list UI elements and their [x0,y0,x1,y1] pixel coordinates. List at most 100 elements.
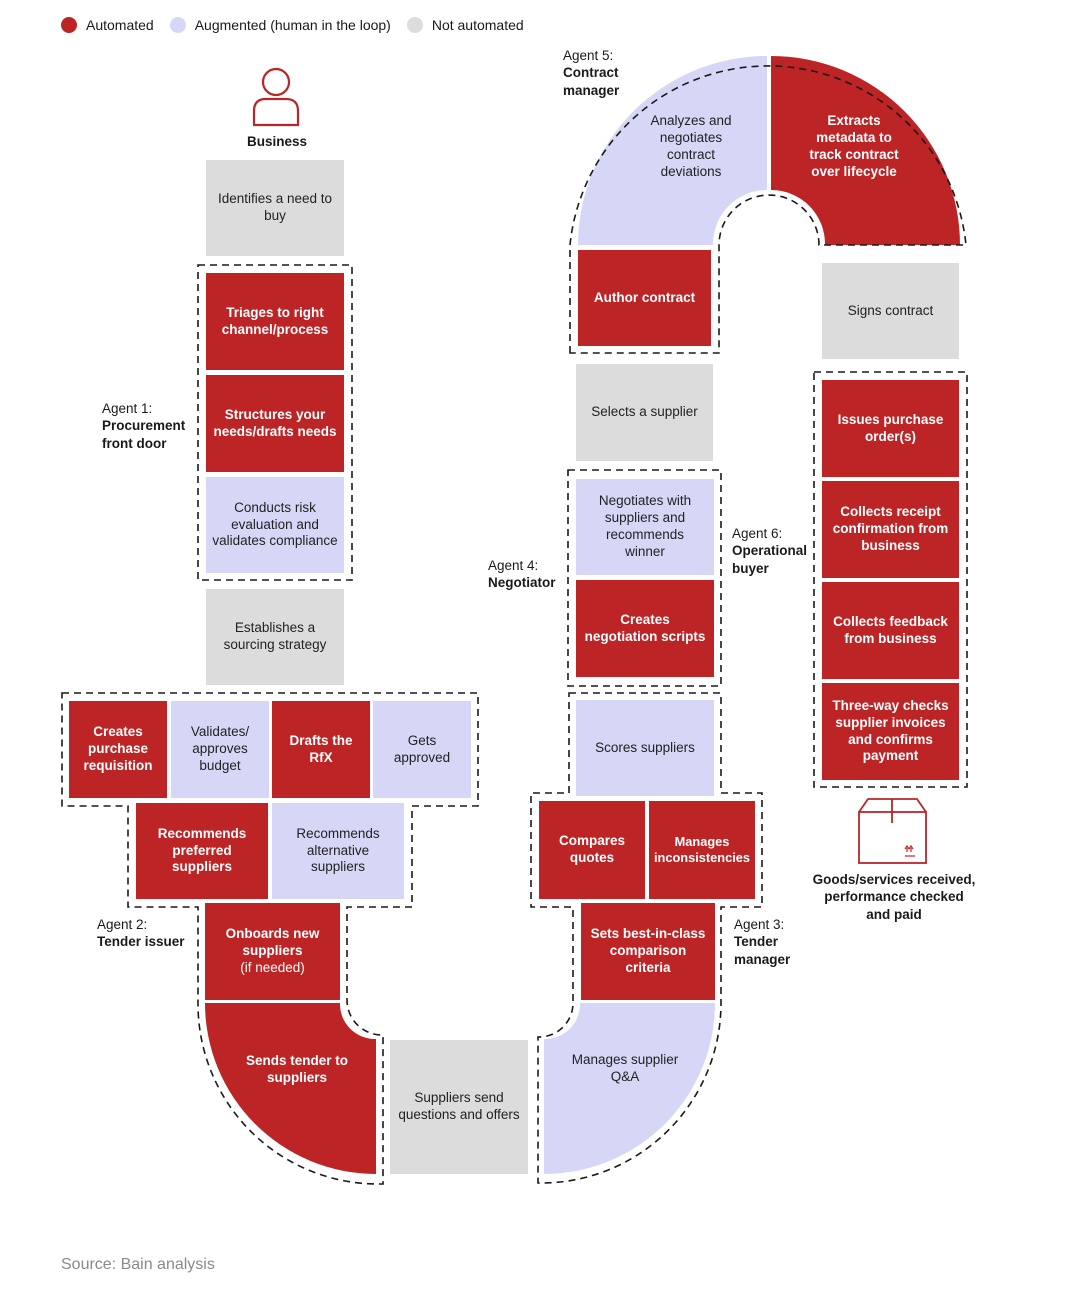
business-label: Business [246,134,308,149]
augmented-dot-icon [169,17,186,33]
agent6-label: Agent 6: Operational buyer [732,525,812,577]
legend-automated-label: Automated [86,17,154,33]
step-threeway: Three-way checks supplier invoices and c… [832,697,949,764]
goods-label: Goods/services received, performance che… [812,872,976,922]
agent5-prefix: Agent 5: [563,48,614,63]
box-threeway [822,683,959,780]
step-rfx: Drafts the RfX [289,732,353,765]
box-criteria [581,903,715,1000]
step-onboards-note: (if needed) [240,959,305,975]
box-approved [373,701,471,798]
step-author: Author contract [593,289,696,305]
agent3-prefix: Agent 3: [734,917,785,932]
box-po [822,380,959,477]
step-analyzes: Analyzes and negotiates contract deviati… [650,113,732,179]
step-scores: Scores suppliers [595,739,695,755]
agent6-boundary [813,371,968,788]
box-feedback [822,582,959,679]
box-selects [576,364,713,461]
step-po: Issues purchase order(s) [837,411,944,444]
box-author [578,250,711,346]
box-strategy [206,589,344,685]
box-suppliers-send [390,1040,528,1174]
step-requisition: Creates purchase requisition [83,724,153,773]
agent4-boundary [567,469,722,687]
agent1-name: Procurement front door [102,418,186,451]
step-receipt: Collects receipt confirmation from busin… [832,504,949,553]
box-alternative [272,803,404,899]
agent5-label: Agent 5: Contract manager [563,47,643,99]
step-strategy: Establishes a sourcing strategy [223,620,327,652]
box-structures [206,375,344,472]
step-structures: Structures your needs/drafts needs [213,406,337,439]
agent4-name: Negotiator [488,575,556,591]
agent6-name: Operational buyer [732,543,808,576]
agent1-prefix: Agent 1: [102,401,153,416]
step-budget: Validates/ approves budget [190,724,250,773]
step-selects: Selects a supplier [591,404,698,420]
agent4-prefix: Agent 4: [488,558,539,573]
step-feedback: Collects feedback from business [833,613,948,646]
not-automated-dot-icon [406,17,423,33]
legend-not-automated-label: Not automated [431,17,524,33]
step-onboards: Onboards new suppliers (if needed) [205,903,340,1000]
step-identifies-need: Identifies a need to buy [217,191,333,223]
person-icon [252,67,300,127]
package-box-icon [858,798,927,864]
box-receipt [822,481,959,578]
legend-automated: Automated [61,17,154,33]
step-negotiates: Negotiates with suppliers and recommends… [598,493,692,559]
legend-augmented-label: Augmented (human in the loop) [194,17,391,33]
agent4-label: Agent 4: Negotiator [488,557,568,592]
step-inconsistencies: Manages inconsistencies [653,834,750,865]
box-rfx [272,701,370,798]
step-onboards-label: Onboards new suppliers [225,926,320,959]
step-compares: Compares quotes [558,833,626,865]
box-onboards [205,903,340,1000]
step-signs: Signs contract [847,302,934,318]
step-scripts: Creates negotiation scripts [584,611,706,644]
step-alternative: Recommends alternative suppliers [296,825,380,875]
step-sends-tender: Sends tender to suppliers [245,1053,348,1085]
agent2-label: Agent 2: Tender issuer [97,916,197,951]
step-suppliers-send: Suppliers send questions and offers [398,1090,520,1122]
box-negotiates [576,479,714,575]
agent5-name: Contract manager [563,65,620,98]
step-criteria: Sets best-in-class comparison criteria [590,926,706,975]
agent2-prefix: Agent 2: [97,917,148,932]
agent6-prefix: Agent 6: [732,526,783,541]
legend-not-automated: Not automated [406,17,524,33]
box-preferred [136,803,268,899]
box-triages [206,273,344,370]
legend-augmented: Augmented (human in the loop) [169,17,391,33]
agent5-boundary [569,65,967,354]
agent2-boundary [61,692,479,1185]
box-requisition [69,701,167,798]
step-triages: Triages to right channel/process [221,304,329,337]
agent1-label: Agent 1: Procurement front door [102,400,198,452]
box-sends-tender [205,1003,376,1174]
box-identifies-need [206,160,344,256]
automated-dot-icon [61,17,77,33]
agent3-label: Agent 3: Tender manager [734,916,804,968]
agent3-boundary [530,692,763,1184]
step-preferred: Recommends preferred suppliers [157,825,247,875]
box-signs [822,263,959,359]
box-risk [206,477,344,573]
box-compares [539,801,645,899]
agent2-name: Tender issuer [97,934,185,950]
box-budget [171,701,269,798]
agent3-name: Tender manager [734,934,791,967]
box-analyzes [578,56,767,245]
box-qa [544,1003,715,1174]
step-risk: Conducts risk evaluation and validates c… [212,499,338,549]
legend: Automated Augmented (human in the loop) … [61,17,540,33]
box-inconsistencies [649,801,755,899]
step-qa: Manages supplier Q&A [571,1052,679,1084]
step-approved: Gets approved [393,732,451,765]
step-extracts: Extracts metadata to track contract over… [809,113,899,179]
agent1-boundary [197,264,353,581]
source-note: Source: Bain analysis [61,1256,215,1273]
box-scripts [576,580,714,677]
